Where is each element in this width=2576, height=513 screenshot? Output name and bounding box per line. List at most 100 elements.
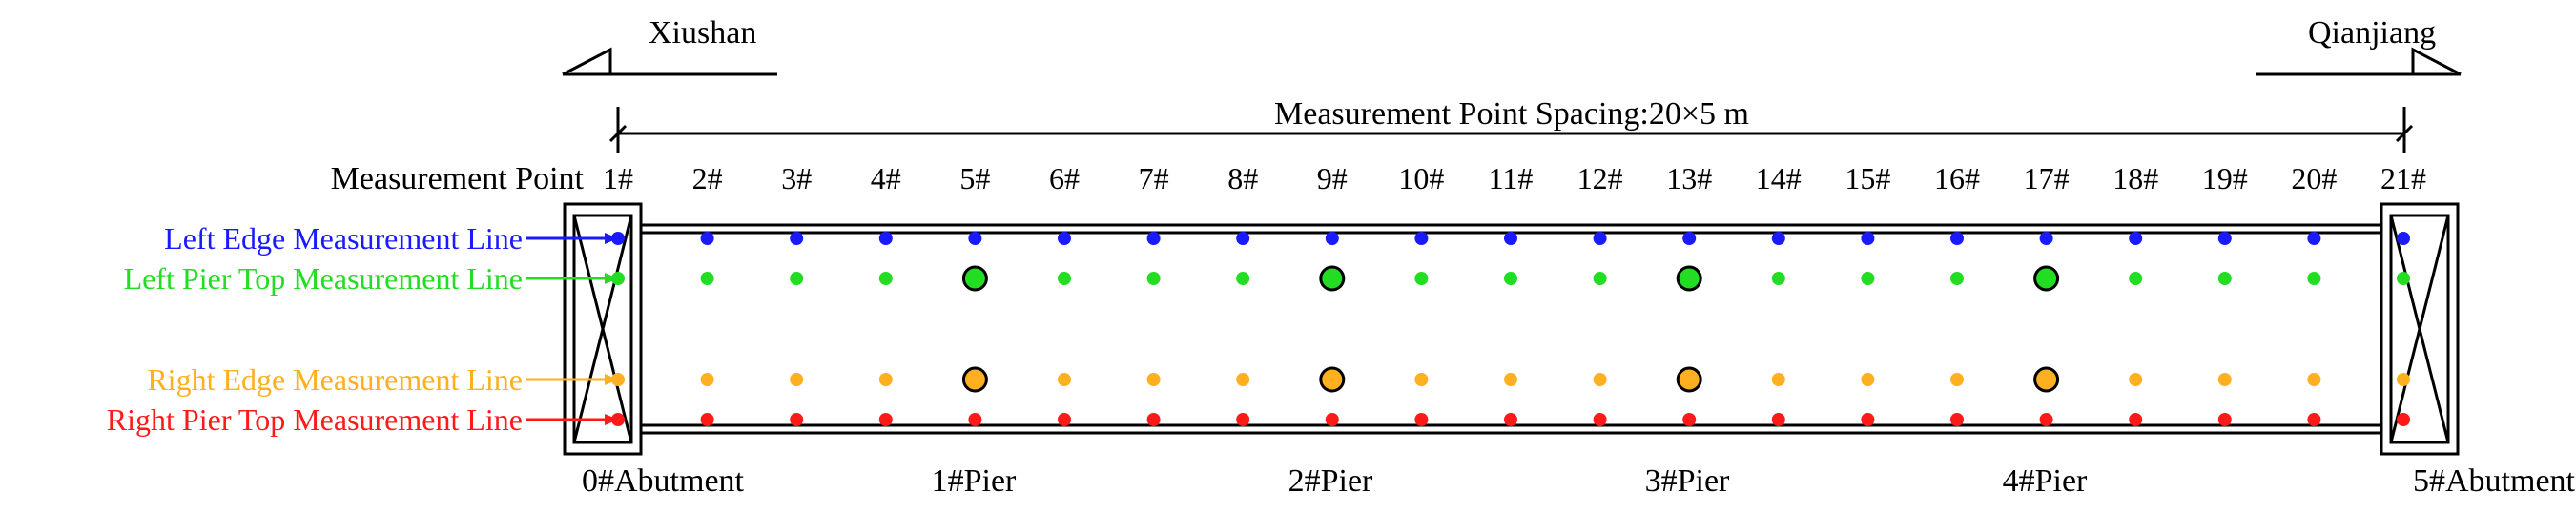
- measurement-point: [1593, 272, 1607, 285]
- measurement-point: [1504, 413, 1517, 426]
- point-label: 9#: [1317, 161, 1348, 195]
- measurement-point: [1593, 232, 1607, 245]
- measurement-point: [2307, 232, 2321, 245]
- measurement-point: [2307, 272, 2321, 285]
- highlighted-measurement-point: [1319, 366, 1346, 393]
- measurement-point: [1861, 413, 1875, 426]
- measurement-point: [2217, 413, 2232, 426]
- support-label: 5#Abutment: [2413, 463, 2576, 499]
- measurement-point: [1950, 272, 1964, 285]
- point-label: 11#: [1489, 161, 1534, 195]
- point-label: 5#: [959, 161, 990, 195]
- point-label: 18#: [2112, 161, 2158, 195]
- measurement-point: [700, 272, 714, 285]
- measurement-point: [2397, 413, 2410, 426]
- measurement-point: [1146, 373, 1161, 386]
- point-label: 7#: [1139, 161, 1169, 195]
- highlighted-measurement-point: [2033, 366, 2060, 393]
- line-label: Left Pier Top Measurement Line: [124, 261, 523, 296]
- measurement-point: [1146, 413, 1161, 426]
- measurement-point: [1593, 413, 1607, 426]
- measurement-point: [968, 413, 982, 426]
- measurement-point: [1771, 373, 1785, 386]
- measurement-point: [700, 373, 714, 386]
- point-label: 8#: [1227, 161, 1258, 195]
- measurement-point: [1236, 413, 1250, 426]
- measurement-point: [878, 413, 893, 426]
- highlighted-measurement-point: [961, 265, 988, 292]
- measurement-point: [2307, 413, 2321, 426]
- measurement-point: [2217, 232, 2232, 245]
- measurement-point: [790, 272, 804, 285]
- spacing-label: Measurement Point Spacing:20×5 m: [1274, 96, 1749, 132]
- points-header: Measurement Point: [331, 161, 585, 196]
- measurement-point: [1771, 272, 1785, 285]
- point-label: 6#: [1049, 161, 1080, 195]
- measurement-point: [1414, 232, 1429, 245]
- measurement-point: [1325, 232, 1339, 245]
- line-label: Right Pier Top Measurement Line: [107, 402, 523, 437]
- measurement-point: [1146, 232, 1161, 245]
- measurement-point: [1058, 272, 1071, 285]
- point-label: 16#: [1934, 161, 1980, 195]
- measurement-point: [1236, 272, 1250, 285]
- measurement-point: [878, 272, 893, 285]
- measurement-point: [2217, 373, 2232, 386]
- point-label: 1#: [603, 161, 633, 195]
- measurement-point: [2129, 413, 2143, 426]
- measurement-point: [1414, 413, 1429, 426]
- abutment-right: [2380, 202, 2460, 456]
- measurement-point: [1058, 232, 1071, 245]
- measurement-point: [2129, 373, 2143, 386]
- measurement-point: [2129, 232, 2143, 245]
- measurement-point: [1682, 232, 1697, 245]
- highlighted-measurement-point: [961, 366, 988, 393]
- measurement-point: [1771, 232, 1785, 245]
- measurement-point: [1682, 413, 1697, 426]
- support-label: 4#Pier: [2003, 463, 2088, 499]
- point-label: 14#: [1756, 161, 1802, 195]
- point-labels: 1#2#3#4#5#6#7#8#9#10#11#12#13#14#15#16#1…: [603, 161, 2426, 195]
- point-label: 4#: [871, 161, 901, 195]
- measurement-point: [790, 413, 804, 426]
- measurement-dots: [611, 232, 2410, 426]
- support-label: 0#Abutment: [582, 463, 745, 499]
- measurement-point: [1236, 373, 1250, 386]
- measurement-point: [1058, 413, 1071, 426]
- line-label: Right Edge Measurement Line: [147, 362, 523, 397]
- measurement-point: [2307, 373, 2321, 386]
- measurement-point: [1950, 413, 1964, 426]
- measurement-point: [968, 232, 982, 245]
- support-label: 1#Pier: [932, 463, 1017, 499]
- measurement-point: [611, 373, 625, 386]
- measurement-point: [790, 232, 804, 245]
- point-label: 21#: [2380, 161, 2426, 195]
- measurement-point: [1504, 272, 1517, 285]
- measurement-point: [1861, 373, 1875, 386]
- measurement-point: [2217, 272, 2232, 285]
- measurement-point: [2039, 232, 2053, 245]
- measurement-point: [1414, 272, 1429, 285]
- measurement-point: [2397, 373, 2410, 386]
- measurement-point: [2397, 232, 2410, 245]
- measurement-point: [1861, 272, 1875, 285]
- measurement-point: [878, 373, 893, 386]
- support-label: 2#Pier: [1288, 463, 1373, 499]
- direction-arrow-left: [562, 47, 777, 76]
- measurement-point: [1593, 373, 1607, 386]
- measurement-point: [1504, 232, 1517, 245]
- point-label: 19#: [2202, 161, 2248, 195]
- direction-label-left: Xiushan: [649, 15, 756, 51]
- measurement-point: [2129, 272, 2143, 285]
- bridge-deck: [641, 223, 2381, 435]
- direction-label-right: Qianjiang: [2308, 15, 2436, 51]
- point-label: 3#: [781, 161, 812, 195]
- measurement-point: [2039, 413, 2053, 426]
- measurement-point: [1058, 373, 1071, 386]
- highlighted-measurement-point: [1676, 265, 1702, 292]
- highlighted-measurement-point: [1319, 265, 1346, 292]
- line-label: Left Edge Measurement Line: [164, 221, 523, 256]
- direction-arrow-right: [2256, 47, 2462, 76]
